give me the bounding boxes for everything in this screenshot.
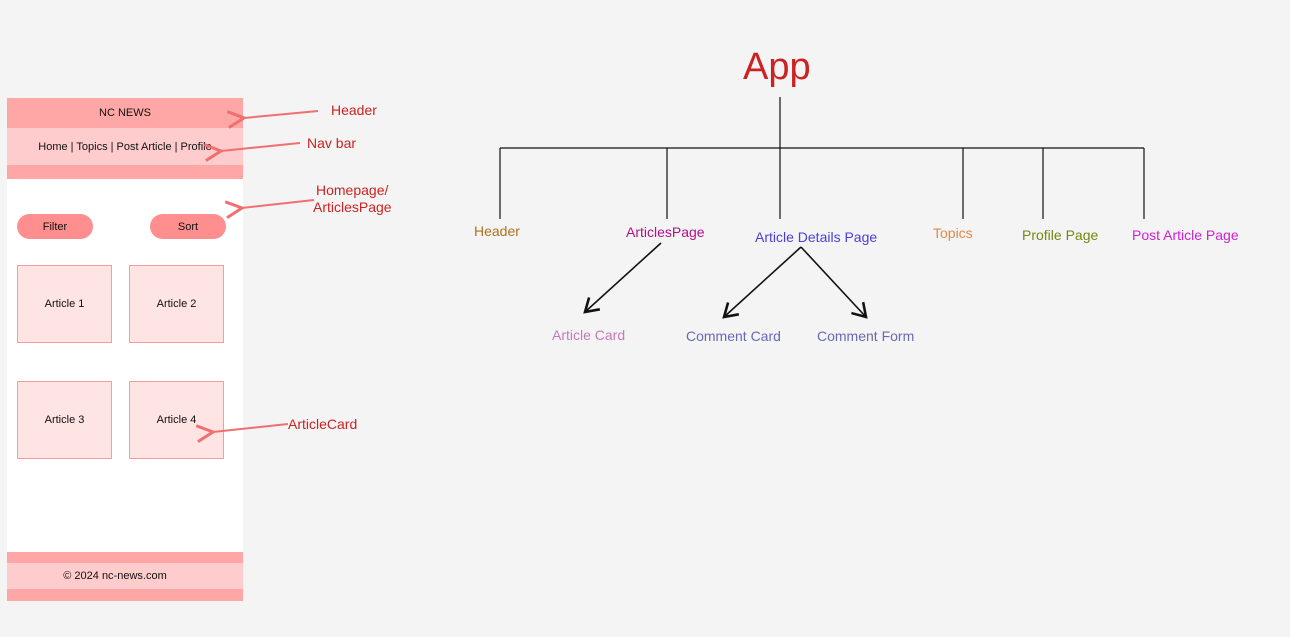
wireframe-footer-strip-bottom bbox=[7, 589, 243, 601]
annotation-homepage: Homepage/ bbox=[316, 182, 389, 198]
node-comment-form: Comment Form bbox=[817, 328, 915, 344]
sort-button[interactable]: Sort bbox=[150, 214, 226, 239]
tree-root-app: App bbox=[743, 46, 811, 88]
annotation-articlecard: ArticleCard bbox=[288, 416, 358, 432]
nav-annotation-arrow bbox=[221, 142, 301, 151]
wireframe-nav-strip bbox=[7, 165, 243, 179]
annotation-articlespage: ArticlesPage bbox=[313, 199, 392, 215]
article-card-2[interactable]: Article 2 bbox=[129, 265, 224, 343]
wireframe-header: NC NEWS bbox=[7, 98, 243, 128]
homepage-annotation-arrow bbox=[242, 199, 315, 208]
node-articlespage: ArticlesPage bbox=[626, 224, 705, 240]
article-card-1[interactable]: Article 1 bbox=[17, 265, 112, 343]
arrow-to-comment-form bbox=[800, 246, 868, 319]
node-comment-card: Comment Card bbox=[686, 328, 781, 344]
arrow-to-comment-card bbox=[722, 246, 802, 319]
articlecard-annotation-arrow bbox=[213, 423, 289, 432]
annotation-nav-bar: Nav bar bbox=[307, 135, 357, 151]
node-topics: Topics bbox=[933, 225, 973, 241]
arrow-to-article-card bbox=[583, 242, 662, 314]
node-article-details-page: Article Details Page bbox=[755, 229, 878, 245]
article-card-3[interactable]: Article 3 bbox=[17, 381, 112, 459]
wireframe-footer: © 2024 nc-news.com bbox=[7, 563, 243, 589]
node-post-article-page: Post Article Page bbox=[1132, 227, 1239, 243]
wireframe: NC NEWS Home | Topics | Post Article | P… bbox=[7, 98, 243, 601]
wireframe-nav-bar: Home | Topics | Post Article | Profile bbox=[7, 128, 243, 165]
node-article-card: Article Card bbox=[552, 327, 626, 343]
filter-button[interactable]: Filter bbox=[17, 214, 93, 239]
node-profile-page: Profile Page bbox=[1022, 227, 1099, 243]
article-card-4[interactable]: Article 4 bbox=[129, 381, 224, 459]
node-header: Header bbox=[474, 223, 520, 239]
wireframe-footer-strip-top bbox=[7, 552, 243, 563]
header-annotation-arrow bbox=[244, 110, 319, 118]
annotation-header: Header bbox=[331, 102, 377, 118]
